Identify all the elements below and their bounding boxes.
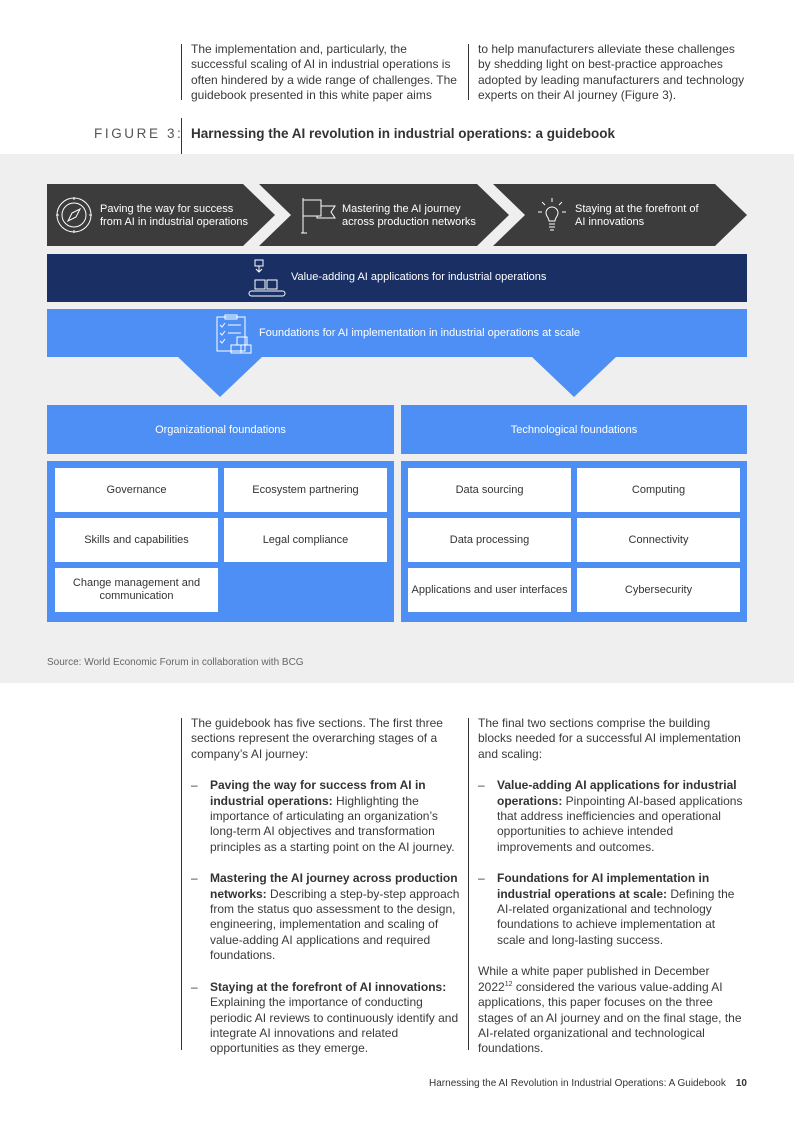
- item-governance: Governance: [55, 468, 218, 512]
- item-heading: Mastering the AI journey across producti…: [210, 871, 458, 901]
- organizational-panel: Governance Ecosystem partnering Skills a…: [47, 461, 394, 622]
- applications-bar: Value-adding AI applications for industr…: [47, 254, 747, 302]
- body-right-intro: The final two sections comprise the buil…: [478, 716, 741, 761]
- footer-title-rest: A Guidebook: [666, 1078, 726, 1089]
- item-ecosystem-partnering: Ecosystem partnering: [224, 468, 387, 512]
- list-item: –Staying at the forefront of AI innovati…: [191, 980, 463, 1057]
- dash: –: [191, 979, 198, 994]
- item-change-management: Change management and communication: [55, 568, 218, 612]
- sections-list-right: –Value-adding AI applications for indust…: [478, 778, 746, 948]
- column-rule-left-top: [181, 44, 182, 100]
- footnote-ref[interactable]: 12: [504, 980, 513, 988]
- technological-header: Technological foundations: [401, 405, 747, 454]
- item-connectivity: Connectivity: [577, 518, 740, 562]
- arrow-shape: [493, 184, 747, 246]
- technological-panel: Data sourcing Computing Data processing …: [401, 461, 747, 622]
- dash: –: [478, 871, 485, 886]
- stage-label-3: Staying at the forefront of AI innovatio…: [575, 203, 699, 229]
- item-text: Defining the AI-related organizational a…: [497, 886, 735, 947]
- figure-title-rule: [181, 118, 182, 154]
- footer-title-bold: Harnessing the AI Revolution in Industri…: [429, 1078, 667, 1089]
- column-rule-right-body: [468, 718, 469, 1050]
- sections-list-left: –Paving the way for success from AI in i…: [191, 778, 463, 1057]
- organizational-header: Organizational foundations: [47, 405, 394, 454]
- intro-left-column: The implementation and, particularly, th…: [191, 42, 463, 104]
- intro-left-text: The implementation and, particularly, th…: [191, 42, 457, 103]
- body-right-column: The final two sections comprise the buil…: [478, 716, 746, 1057]
- body-closing: While a white paper published in Decembe…: [478, 964, 746, 1056]
- item-skills-capabilities: Skills and capabilities: [55, 518, 218, 562]
- stage-label-2-line1: Mastering the AI journey: [342, 203, 461, 215]
- list-item: –Foundations for AI implementation in in…: [478, 871, 746, 948]
- foundations-label: Foundations for AI implementation in ind…: [259, 327, 581, 339]
- item-text: Pinpointing AI-based applications that a…: [497, 793, 743, 854]
- page-footer: Harnessing the AI Revolution in Industri…: [429, 1078, 747, 1089]
- flag-icon: [299, 196, 337, 234]
- column-rule-right-top: [468, 44, 469, 100]
- item-heading: Foundations for AI implementation in ind…: [497, 871, 710, 901]
- list-item: –Value-adding AI applications for indust…: [478, 778, 746, 855]
- body-left-column: The guidebook has five sections. The fir…: [191, 716, 463, 1057]
- figure-label: FIGURE 3:: [94, 126, 184, 141]
- stage-label-1-line1: Paving the way for success: [100, 203, 234, 215]
- stage-label-1-line2: from AI in industrial operations: [100, 216, 248, 228]
- arrow-shape: [47, 184, 275, 246]
- stage-label-2: Mastering the AI journey across producti…: [342, 203, 476, 229]
- body-left-intro: The guidebook has five sections. The fir…: [191, 716, 443, 761]
- item-applications-ui: Applications and user interfaces: [408, 568, 571, 612]
- list-item: –Mastering the AI journey across product…: [191, 871, 463, 963]
- list-item: –Paving the way for success from AI in i…: [191, 778, 463, 855]
- technological-title: Technological foundations: [510, 423, 638, 436]
- stage-arrow-2: Mastering the AI journey across producti…: [259, 184, 509, 246]
- closing-text-b: considered the various value-adding AI a…: [478, 979, 742, 1056]
- closing-text-a: While a white paper published in Decembe…: [478, 964, 710, 994]
- compass-icon: [55, 196, 93, 234]
- dash: –: [478, 778, 485, 793]
- figure-source: Source: World Economic Forum in collabor…: [47, 657, 304, 668]
- item-text: Explaining the importance of conducting …: [210, 995, 459, 1056]
- pointer-organizational: [178, 357, 262, 397]
- item-heading: Staying at the forefront of AI innovatio…: [210, 979, 447, 994]
- stage-label-1: Paving the way for success from AI in in…: [100, 203, 248, 229]
- stage-label-3-line2: AI innovations: [575, 216, 645, 228]
- item-computing: Computing: [577, 468, 740, 512]
- stage-label-3-line1: Staying at the forefront of: [575, 203, 699, 215]
- item-text: Describing a step-by-step approach from …: [210, 886, 460, 963]
- lightbulb-icon: [533, 196, 571, 234]
- intro-right-text: to help manufacturers alleviate these ch…: [478, 42, 745, 103]
- item-text: Highlighting the importance of articulat…: [210, 793, 455, 854]
- dash: –: [191, 778, 198, 793]
- page-number: 10: [735, 1078, 747, 1089]
- checklist-icon: [215, 314, 255, 359]
- pointer-technological: [532, 357, 616, 397]
- item-data-sourcing: Data sourcing: [408, 468, 571, 512]
- item-legal-compliance: Legal compliance: [224, 518, 387, 562]
- stage-arrow-3: Staying at the forefront of AI innovatio…: [493, 184, 747, 246]
- foundations-bar: Foundations for AI implementation in ind…: [47, 309, 747, 357]
- item-heading: Value-adding AI applications for industr…: [497, 778, 737, 808]
- dash: –: [191, 871, 198, 886]
- applications-label: Value-adding AI applications for industr…: [291, 271, 547, 283]
- item-data-processing: Data processing: [408, 518, 571, 562]
- item-heading: Paving the way for success from AI in in…: [210, 778, 426, 808]
- intro-right-column: to help manufacturers alleviate these ch…: [478, 42, 746, 104]
- item-cybersecurity: Cybersecurity: [577, 568, 740, 612]
- column-rule-left-body: [181, 718, 182, 1050]
- conveyor-icon: [247, 258, 287, 303]
- stage-arrow-1: Paving the way for success from AI in in…: [47, 184, 275, 246]
- figure-title: Harnessing the AI revolution in industri…: [191, 126, 616, 141]
- stage-label-2-line2: across production networks: [342, 216, 476, 228]
- organizational-title: Organizational foundations: [155, 423, 286, 436]
